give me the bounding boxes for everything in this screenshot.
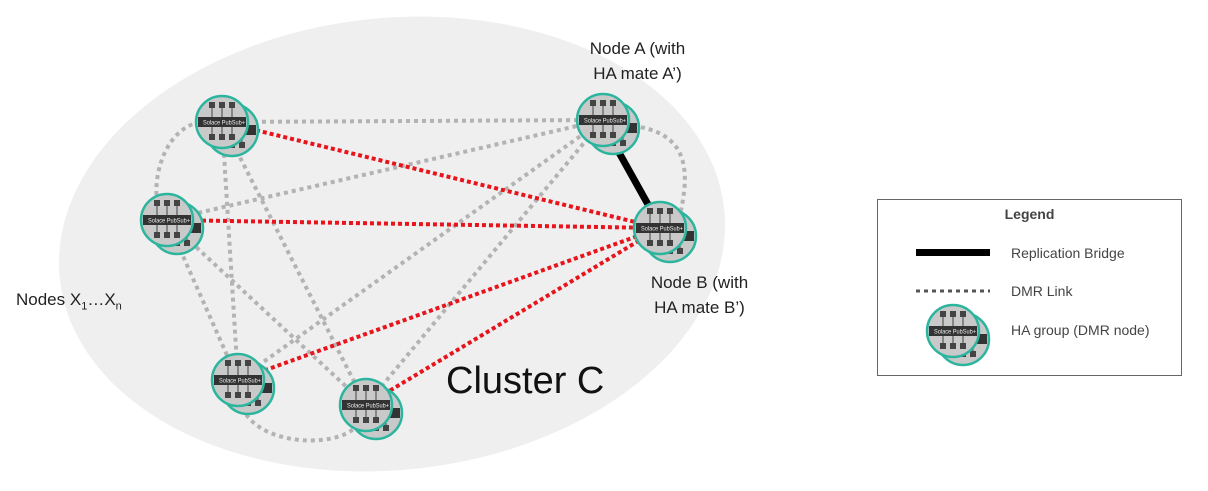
ha-group-node-a: Solace PubSub+ bbox=[575, 92, 641, 156]
node-icon-text: Solace PubSub+ bbox=[934, 330, 976, 336]
legend-node-graphic: Solace PubSub+ bbox=[925, 303, 991, 367]
nodes-x-subn: n bbox=[115, 300, 122, 313]
dmr-link bbox=[166, 118, 604, 222]
ha-group-node-xn: Solace PubSub+ bbox=[338, 377, 404, 441]
node-icon-text: Solace PubSub+ bbox=[347, 404, 389, 410]
node-icon-text: Solace PubSub+ bbox=[148, 219, 190, 225]
node-a-label-line2: HA mate A’) bbox=[593, 64, 682, 83]
dmr-link bbox=[165, 218, 368, 407]
node-icon-text: Solace PubSub+ bbox=[219, 379, 261, 385]
node-b-label: Node B (with HA mate B’) bbox=[622, 270, 777, 320]
legend-item-dmr-link: DMR Link bbox=[1011, 283, 1073, 299]
ha-group-node-x2: Solace PubSub+ bbox=[139, 192, 205, 256]
node-b-label-line1: Node B (with bbox=[650, 273, 749, 292]
legend-icons: Solace PubSub+ bbox=[916, 249, 991, 367]
dmr-link-to-node-b bbox=[364, 226, 662, 407]
nodes-x-prefix: Nodes X bbox=[16, 290, 82, 309]
dmr-link-to-node-b bbox=[166, 218, 661, 230]
legend-title: Legend bbox=[1004, 206, 1055, 222]
nodes-x-mid: …X bbox=[87, 290, 116, 309]
node-a-label-line1: Node A (with bbox=[589, 39, 686, 58]
node-icon-text: Solace PubSub+ bbox=[203, 121, 245, 127]
replication-bridge-line-icon bbox=[916, 249, 990, 256]
ha-group-node-b: Solace PubSub+ bbox=[632, 200, 698, 264]
nodes-x-sub1: 1 bbox=[81, 300, 88, 313]
nodes-x-label: Nodes X1…Xn bbox=[16, 287, 122, 319]
node-b-label-line2: HA mate B’) bbox=[654, 298, 745, 317]
dmr-link bbox=[220, 121, 368, 406]
node-a-label: Node A (with HA mate A’) bbox=[560, 36, 715, 86]
legend-item-replication-bridge: Replication Bridge bbox=[1011, 245, 1125, 261]
dmr-link bbox=[236, 118, 605, 382]
ha-group-node-x1: Solace PubSub+ bbox=[194, 94, 260, 158]
ha-group-node-x3: Solace PubSub+ bbox=[210, 352, 276, 416]
cluster-label: Cluster C bbox=[446, 360, 605, 402]
ha-group-node-icon: Solace PubSub+ bbox=[925, 303, 991, 367]
dmr-link bbox=[220, 121, 240, 381]
dmr-link bbox=[238, 399, 362, 443]
dmr-link-to-node-b bbox=[221, 120, 661, 230]
dmr-link-to-node-b bbox=[237, 226, 661, 382]
legend: Legend Solace PubSub+ Replication Bridge… bbox=[877, 199, 1182, 376]
legend-item-ha-group: HA group (DMR node) bbox=[1011, 322, 1150, 338]
dmr-link bbox=[624, 123, 687, 216]
dmr-link bbox=[165, 219, 240, 381]
node-icon-text: Solace PubSub+ bbox=[584, 119, 626, 125]
dmr-link bbox=[364, 118, 605, 407]
node-icon-text: Solace PubSub+ bbox=[641, 227, 683, 233]
